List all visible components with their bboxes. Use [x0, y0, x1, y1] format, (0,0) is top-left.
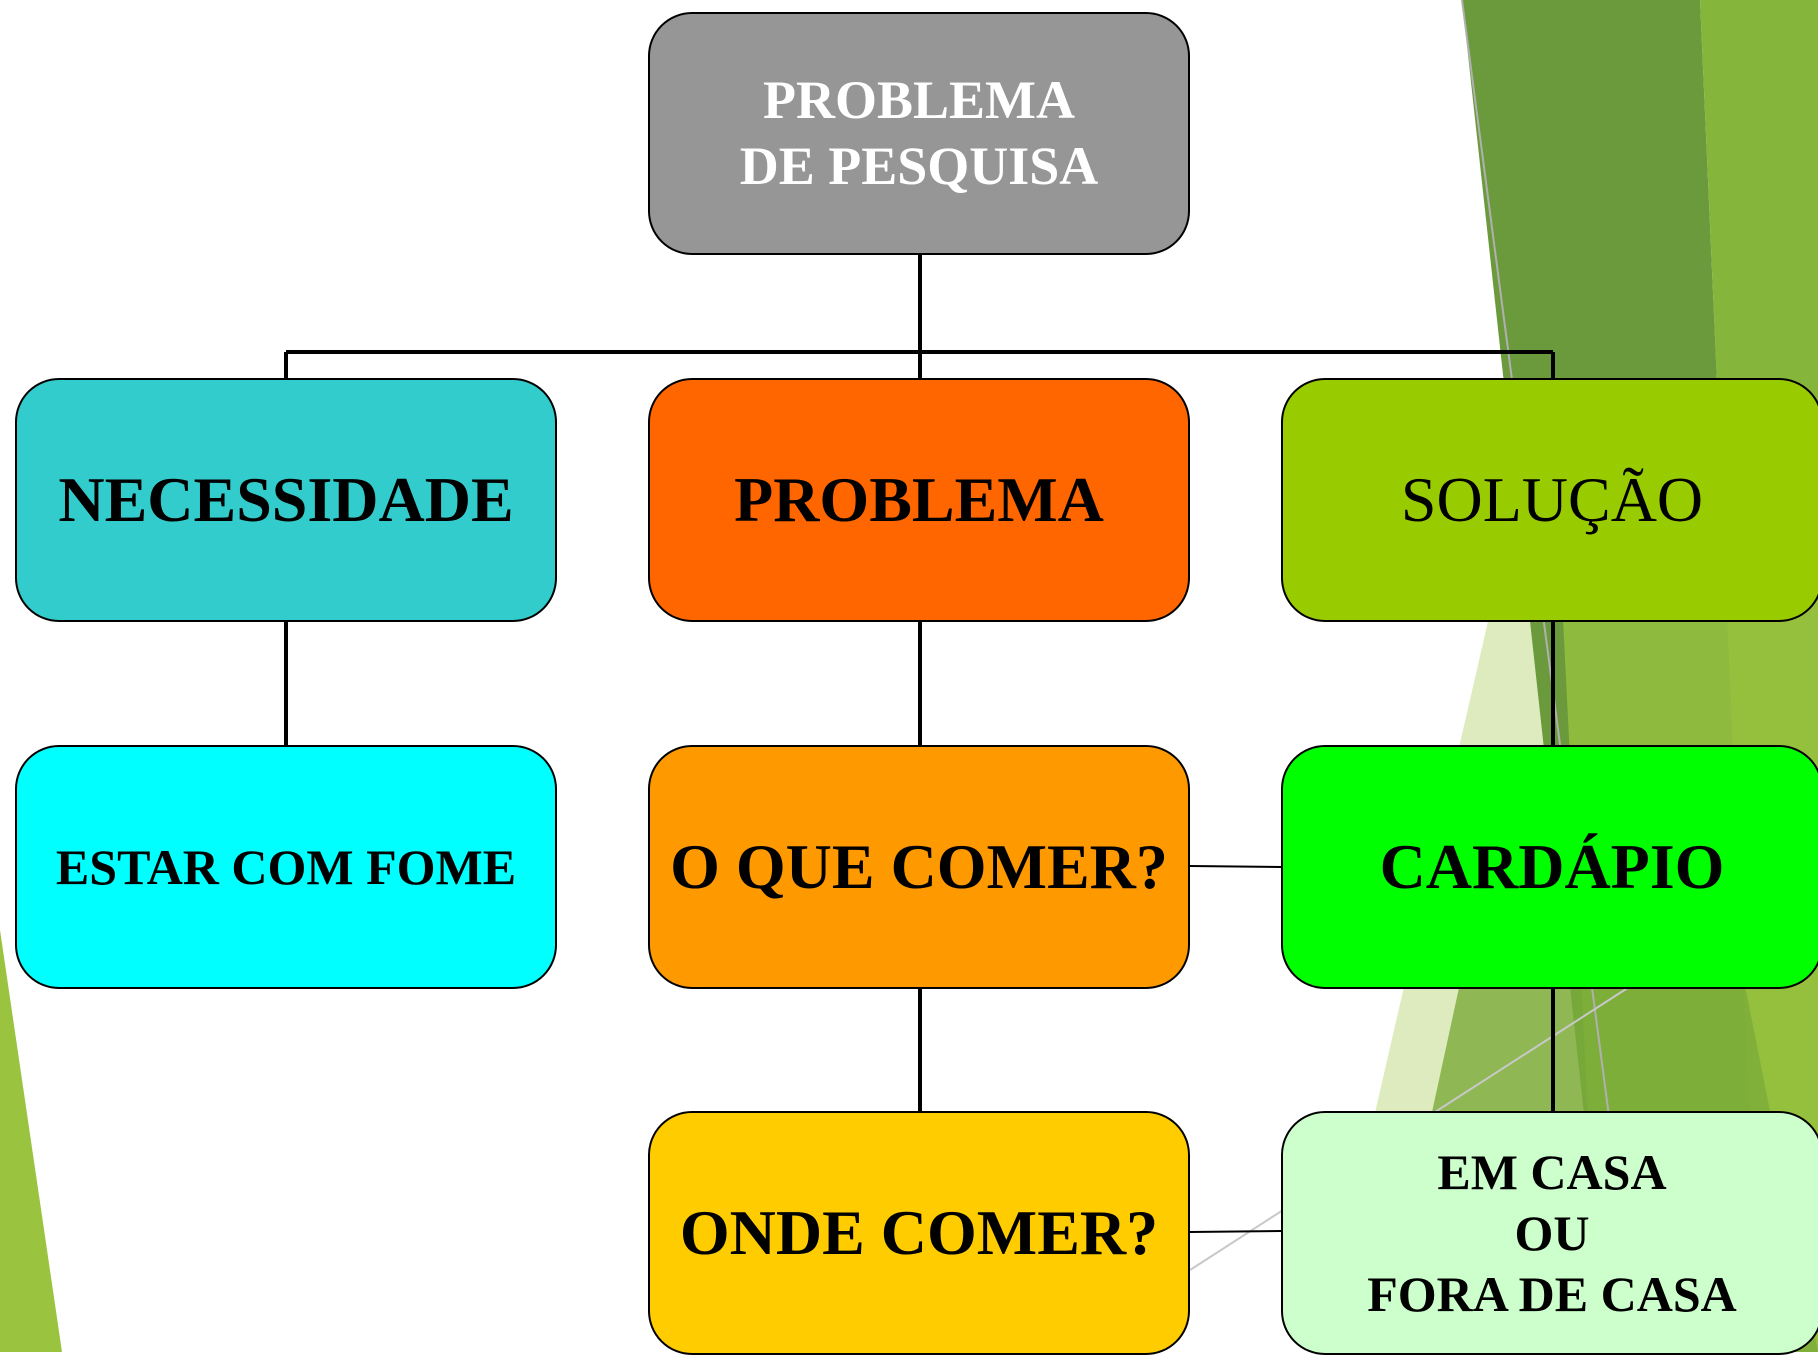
node-em-casa-ou-fora: EM CASA OU FORA DE CASA	[1281, 1111, 1818, 1355]
node-o-que-comer: O QUE COMER?	[648, 745, 1190, 989]
node-solucao: SOLUÇÃO	[1281, 378, 1818, 622]
accent-left-bar	[0, 930, 62, 1352]
node-problema-de-pesquisa: PROBLEMA DE PESQUISA	[648, 12, 1190, 255]
link-onde-emcasa	[1189, 1230, 1282, 1233]
link-oque-cardapio	[1189, 865, 1282, 868]
node-problema: PROBLEMA	[648, 378, 1190, 622]
node-necessidade: NECESSIDADE	[15, 378, 557, 622]
node-onde-comer: ONDE COMER?	[648, 1111, 1190, 1355]
node-cardapio: CARDÁPIO	[1281, 745, 1818, 989]
node-estar-com-fome: ESTAR COM FOME	[15, 745, 557, 989]
